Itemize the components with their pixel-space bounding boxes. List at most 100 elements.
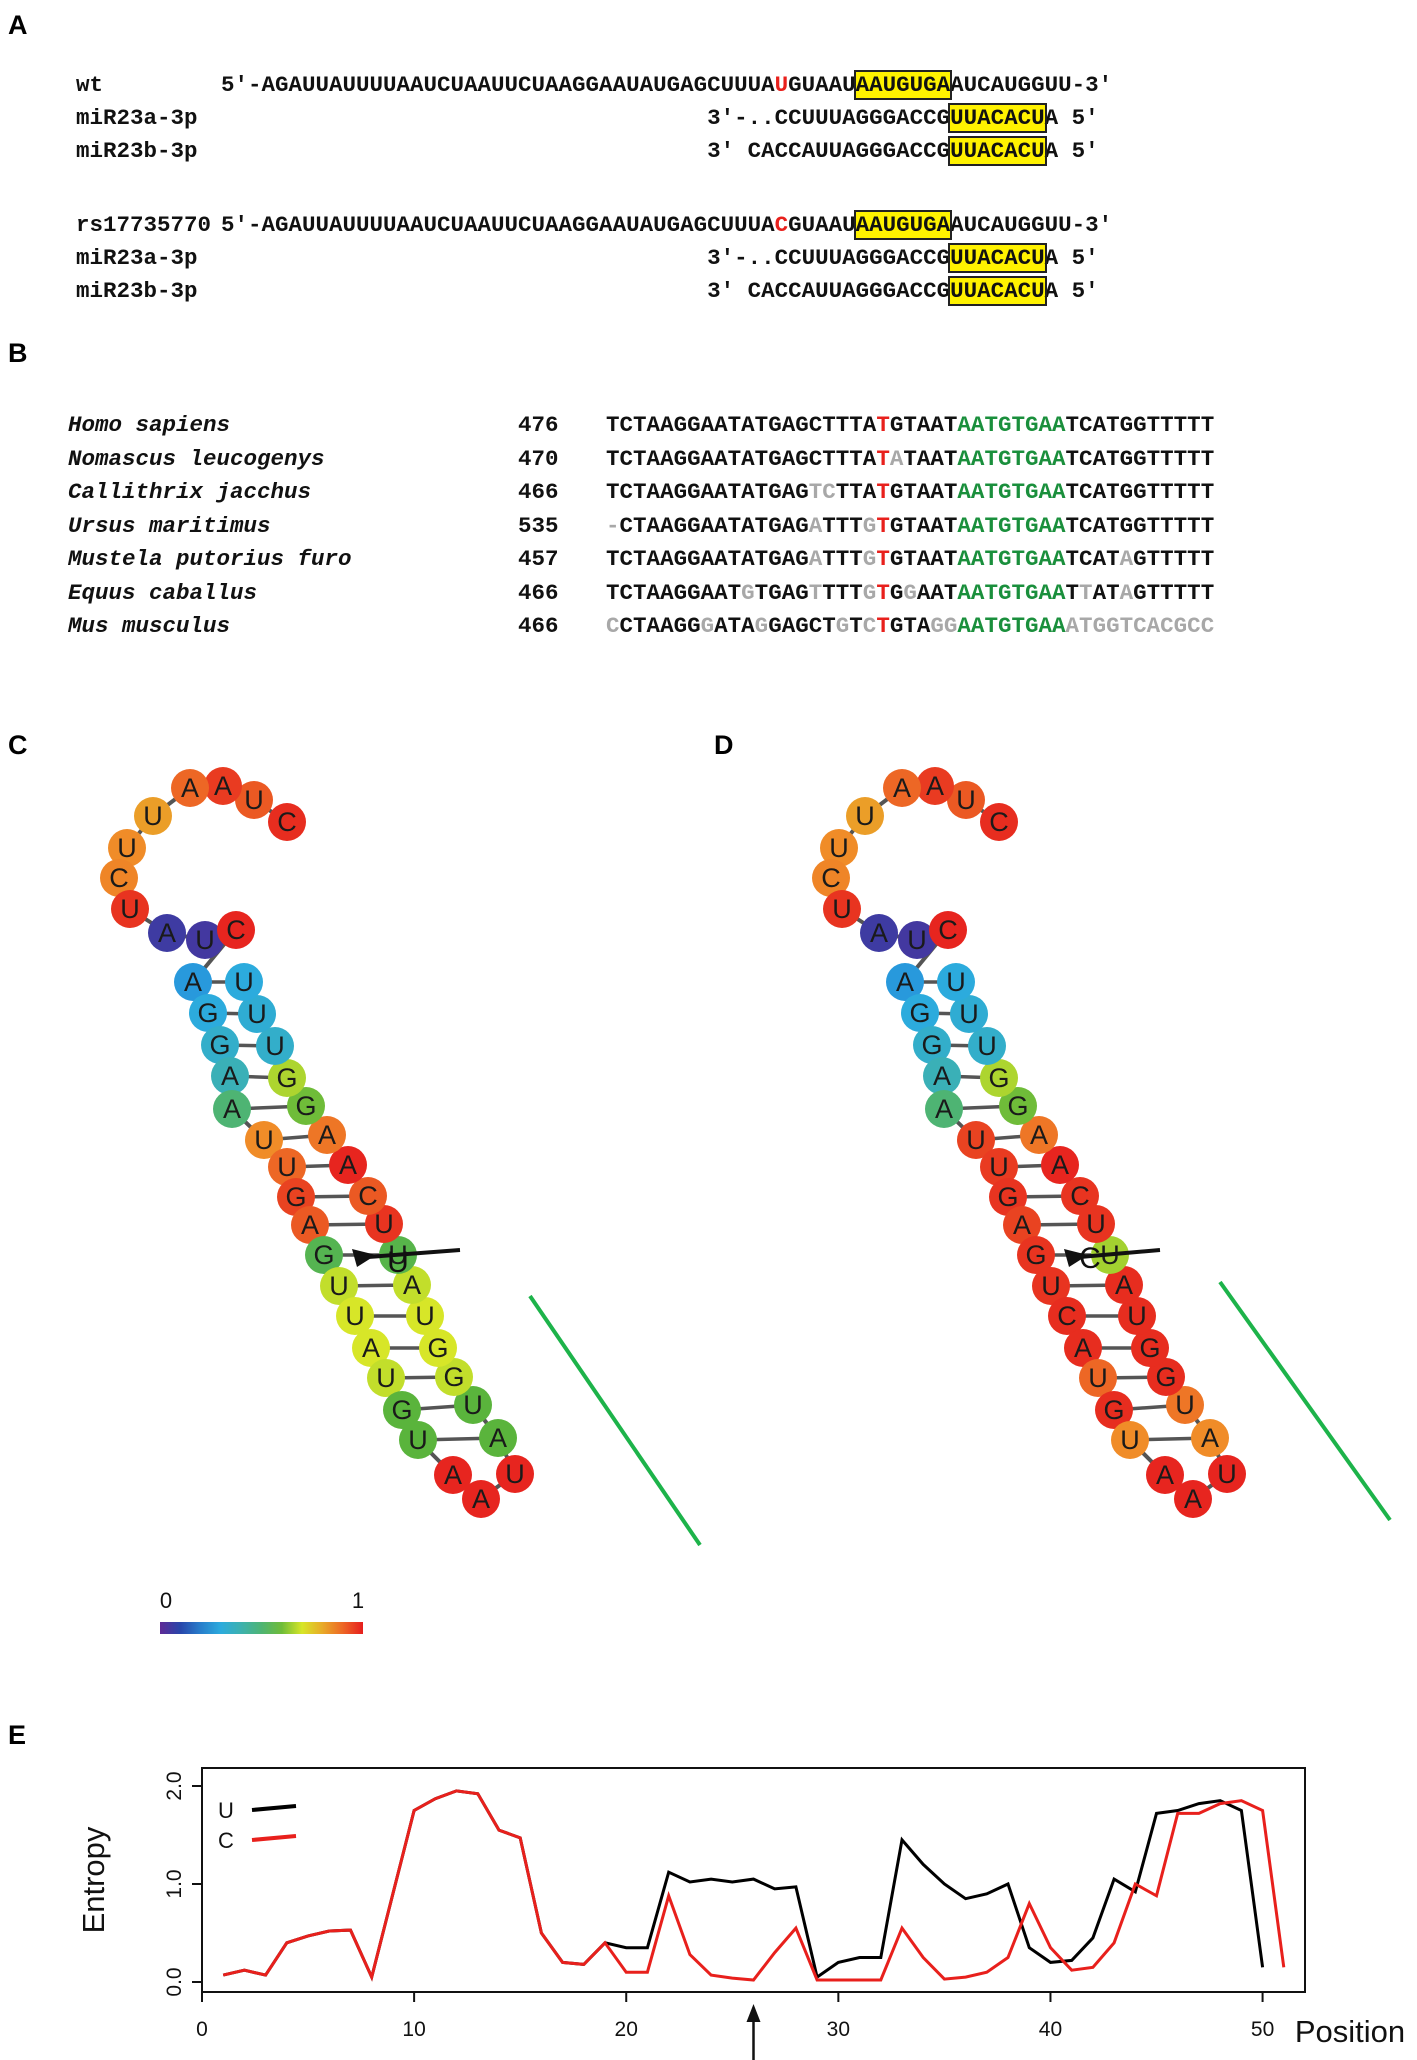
aligned-sequence: -CTAAGGAATATGAGATTTGTGTAATAATGTGAATCATGG… — [606, 513, 1214, 539]
nucleotide: T — [1200, 579, 1215, 606]
nucleotide-letter: G — [427, 1333, 448, 1363]
nucleotide: T — [1106, 512, 1120, 539]
nucleotide: G — [1119, 445, 1134, 472]
nucleotide: A — [741, 512, 755, 539]
nucleotide-node: U — [496, 1455, 534, 1493]
nucleotide-circle — [352, 1329, 390, 1367]
nucleotide-node: G — [999, 1087, 1037, 1125]
snp-arrow-shaft — [367, 1248, 461, 1259]
nucleotide: T — [835, 512, 850, 539]
nucleotide: G — [768, 579, 782, 606]
nucleotide: A — [714, 579, 728, 606]
nucleotide: T — [606, 445, 620, 472]
nucleotide: A — [957, 445, 971, 472]
nucleotide: G — [687, 412, 701, 438]
colorbar-max-label: 1 — [352, 1588, 364, 1613]
nucleotide-circle — [287, 1087, 325, 1125]
nucleotide-circle — [383, 1391, 421, 1429]
nucleotide: T — [1079, 613, 1093, 639]
nucleotide-node: A — [1064, 1329, 1102, 1367]
nucleotide: T — [1173, 479, 1188, 505]
nucleotide: T — [1011, 479, 1025, 505]
nucleotide-node: U — [1079, 1359, 1117, 1397]
nucleotide-node: A — [462, 1480, 500, 1518]
sequence-middle: GUAAU — [788, 72, 856, 98]
x-axis-label: Position — [1295, 2014, 1405, 2049]
nucleotide-letter: U — [247, 999, 267, 1029]
seed-site: AAUGUGA — [853, 210, 953, 240]
nucleotide: G — [997, 412, 1012, 438]
nucleotide-node: C — [100, 859, 138, 897]
nucleotide-circle — [268, 1148, 306, 1186]
nucleotide-circle — [100, 859, 138, 897]
nucleotide-circle — [365, 1205, 403, 1243]
nucleotide-circle — [820, 829, 858, 867]
nucleotide: T — [754, 412, 769, 438]
nucleotide-node: G — [287, 1087, 325, 1125]
nucleotide-node: U — [846, 797, 884, 835]
nucleotide: G — [768, 512, 782, 539]
nucleotide: C — [1079, 412, 1093, 438]
nucleotide: T — [727, 579, 742, 606]
nucleotide-letter: U — [989, 1152, 1009, 1182]
nucleotide: T — [822, 579, 836, 606]
nucleotide: T — [1200, 412, 1215, 438]
nucleotide: T — [876, 613, 890, 639]
nucleotide: A — [714, 479, 728, 505]
nucleotide: A — [646, 412, 661, 438]
nucleotide-letter: U — [1088, 1363, 1108, 1393]
nucleotide-circle — [1166, 1386, 1204, 1424]
nucleotide: T — [606, 546, 620, 572]
nucleotide-node: G — [268, 1059, 306, 1097]
nucleotide-circle — [980, 1059, 1018, 1097]
nucleotide: A — [646, 445, 661, 472]
nucleotide-node: U — [320, 1267, 358, 1305]
sequence-prefix: 3′-..CCUUUAGGGACCG — [707, 105, 951, 131]
nucleotide-node: A — [1105, 1266, 1143, 1304]
alignment-padding — [221, 138, 707, 164]
nucleotide: G — [700, 613, 715, 639]
nucleotide: A — [916, 613, 931, 639]
nucleotide-circle — [957, 1121, 995, 1159]
nucleotide-letter: A — [444, 1460, 462, 1490]
nucleotide: T — [754, 479, 769, 505]
nucleotide: A — [930, 479, 944, 505]
nucleotide-letter: U — [195, 925, 215, 955]
aligned-sequence: TCTAAGGAATATGAGTCTTATGTAATAATGTGAATCATGG… — [606, 479, 1214, 505]
nucleotide: C — [862, 613, 877, 639]
nucleotide-circle — [913, 1026, 951, 1064]
nucleotide: T — [633, 479, 647, 505]
nucleotide: T — [876, 579, 890, 606]
nucleotide: G — [997, 445, 1012, 472]
nucleotide-letter: A — [1013, 1210, 1031, 1240]
sequence-position: 466 — [518, 613, 559, 639]
nucleotide: T — [1106, 412, 1120, 438]
nucleotide-node: C — [268, 803, 306, 841]
seed-region-marker — [1218, 1280, 1392, 1522]
sequence-position: 476 — [518, 412, 559, 438]
nucleotide-node: A — [393, 1266, 431, 1304]
nucleotide-circle — [1077, 1205, 1115, 1243]
nucleotide-node: A — [1041, 1146, 1079, 1184]
nucleotide: G — [795, 479, 809, 505]
nucleotide: G — [835, 613, 850, 639]
nucleotide-letter: A — [1184, 1484, 1202, 1514]
nucleotide-circle — [937, 963, 975, 1001]
y-tick-label: 0.0 — [163, 1967, 186, 1996]
nucleotide-circle — [496, 1455, 534, 1493]
nucleotide-node: U — [980, 1148, 1018, 1186]
nucleotide: T — [822, 613, 836, 639]
nucleotide: T — [876, 412, 890, 438]
alignment-padding — [221, 278, 707, 304]
nucleotide-node: U — [968, 1027, 1006, 1065]
nucleotide: T — [943, 546, 958, 572]
nucleotide: G — [1119, 412, 1134, 438]
nucleotide: T — [822, 445, 836, 472]
nucleotide: T — [849, 579, 863, 606]
nucleotide: A — [808, 546, 823, 572]
nucleotide: G — [768, 445, 782, 472]
nucleotide: T — [1187, 546, 1201, 572]
nucleotide: T — [822, 412, 836, 438]
